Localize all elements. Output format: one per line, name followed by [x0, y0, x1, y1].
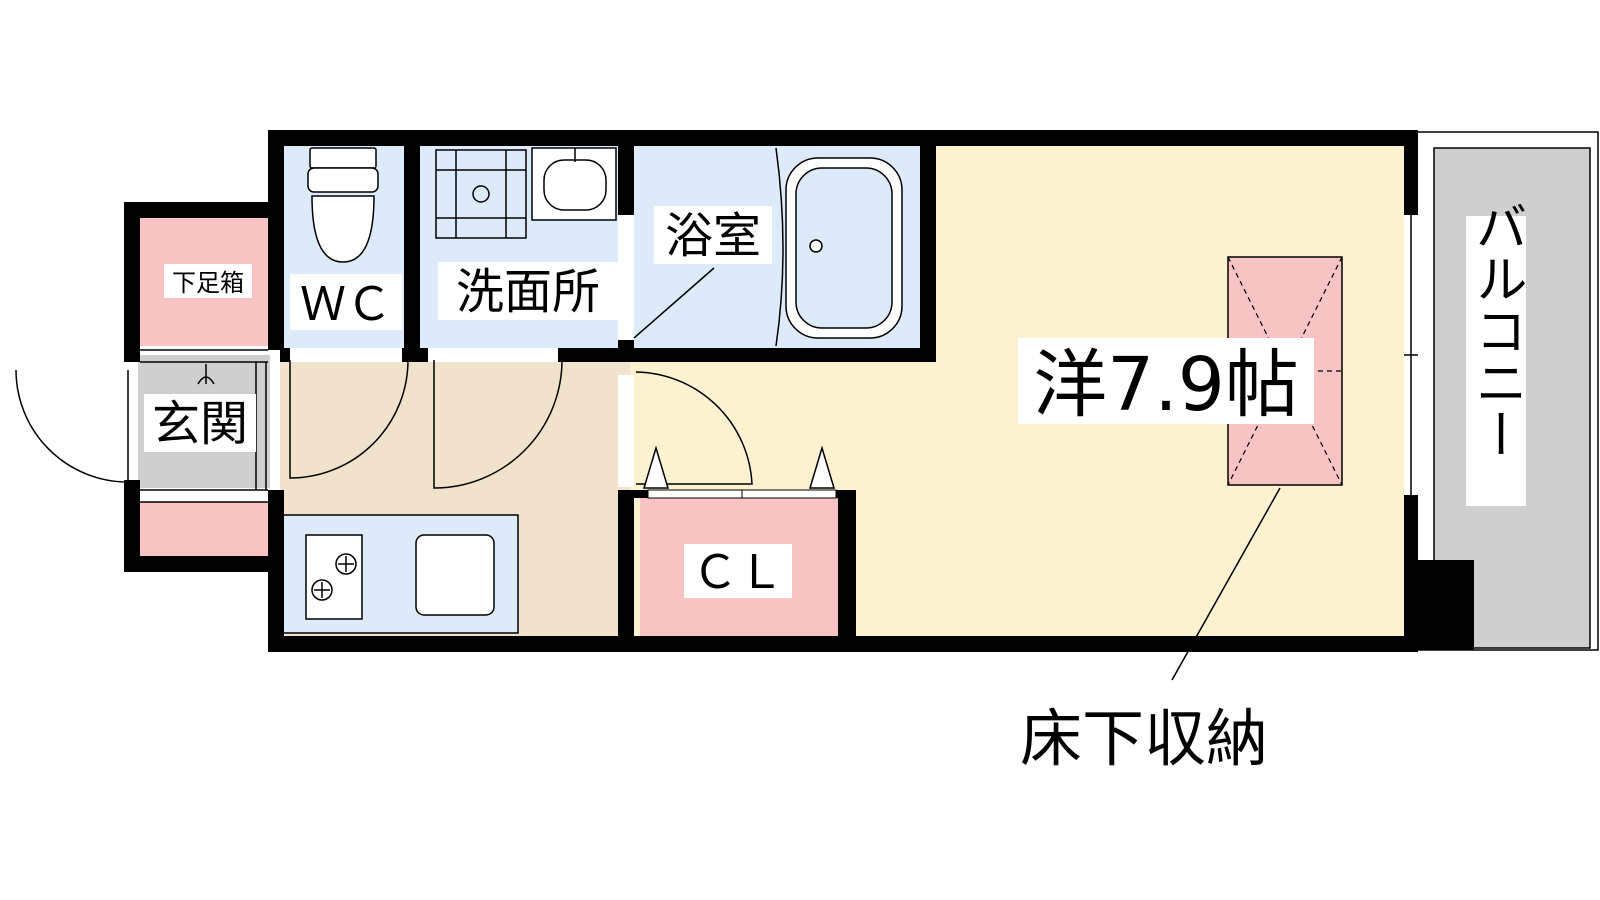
shoe-box-label: 下足箱 [172, 269, 244, 297]
sink-icon [531, 147, 617, 221]
door-swings [15, 267, 753, 489]
balcony-label: バルコニー [1466, 200, 1526, 460]
washroom-door-gap [428, 348, 558, 362]
underfloor-storage-label: 床下収納 [1020, 702, 1268, 775]
kitchen-sink-icon [415, 534, 495, 616]
wc-label: ＷＣ [300, 277, 392, 331]
washroom-label: 洗面所 [456, 264, 600, 320]
western-room-label: 洋7.9帖 [1033, 342, 1299, 428]
entrance-label: 玄関 [152, 396, 248, 452]
entrance-lower-storage [138, 502, 270, 558]
room-door-gap [618, 375, 634, 487]
wc-door-gap [290, 348, 402, 362]
stove-icon [305, 534, 363, 620]
bathtub-icon [775, 147, 903, 347]
bath-door-gap [618, 215, 634, 340]
toilet-icon [307, 147, 379, 263]
closet-hinge-marks [642, 445, 836, 489]
underfloor-storage-leader [1171, 487, 1281, 681]
washing-machine-icon [435, 149, 527, 239]
closet-label: ＣＬ [692, 545, 784, 599]
bathroom-label: 浴室 [665, 208, 761, 264]
